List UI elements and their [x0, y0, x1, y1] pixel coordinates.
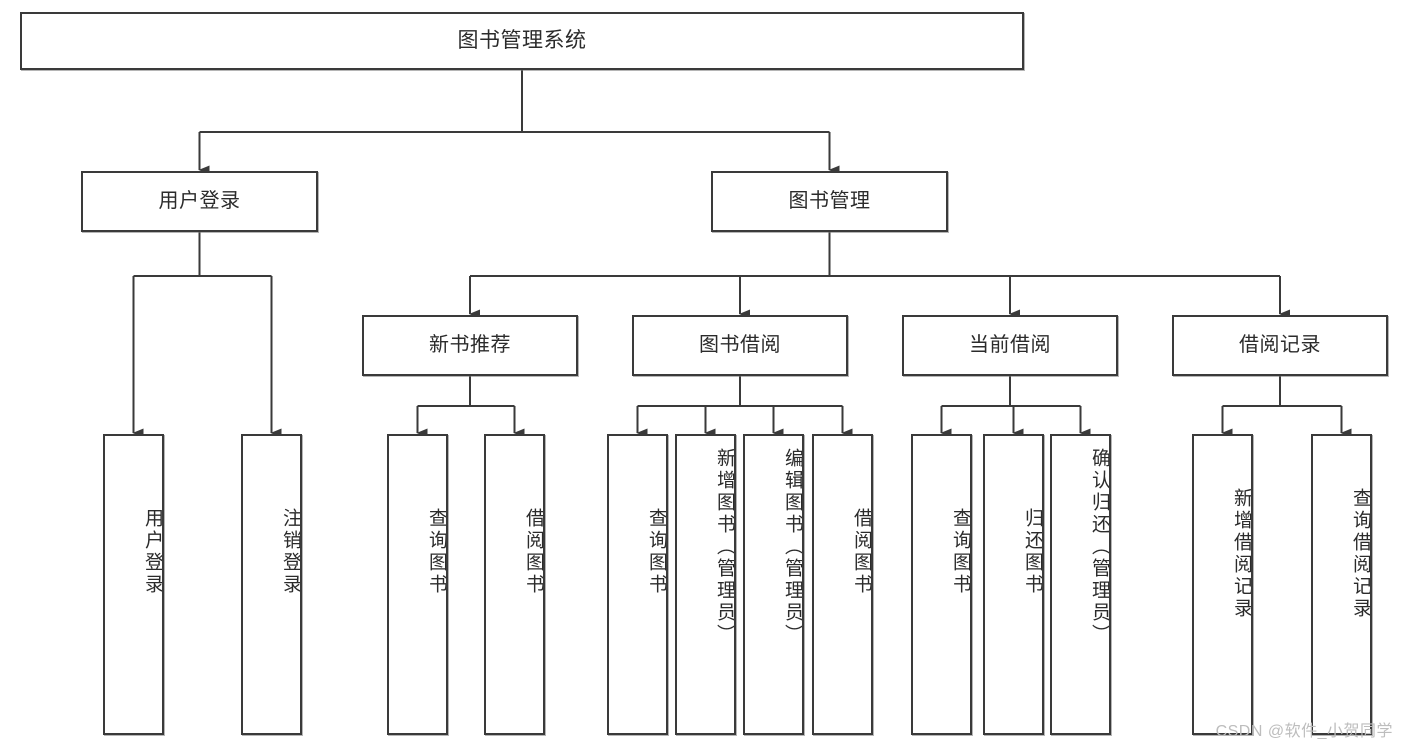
- node-borrow-record[interactable]: 借阅记录: [1172, 315, 1388, 376]
- connector-group: [132, 70, 1352, 438]
- node-user-login[interactable]: 用户登录: [81, 171, 318, 232]
- node-leaf-confirm-return-admin[interactable]: 确认归还（管理员）: [1050, 434, 1111, 735]
- node-leaf-user-login[interactable]: 用户登录: [103, 434, 164, 735]
- node-label-leaf-add-book-admin: 新增图书（管理员）: [714, 448, 735, 646]
- node-label-leaf-add-borrow-record: 新增借阅记录: [1231, 488, 1252, 620]
- node-leaf-add-borrow-record[interactable]: 新增借阅记录: [1192, 434, 1253, 735]
- node-leaf-rec-borrow-book[interactable]: 借阅图书: [484, 434, 545, 735]
- node-leaf-edit-book-admin[interactable]: 编辑图书（管理员）: [743, 434, 804, 735]
- node-label-book-borrow: 图书借阅: [699, 334, 781, 356]
- node-leaf-cur-query-book[interactable]: 查询图书: [911, 434, 972, 735]
- node-root[interactable]: 图书管理系统: [20, 12, 1024, 70]
- node-leaf-return-book[interactable]: 归还图书: [983, 434, 1044, 735]
- node-leaf-borrow-book[interactable]: 借阅图书: [812, 434, 873, 735]
- node-leaf-logout[interactable]: 注销登录: [241, 434, 302, 735]
- node-label-leaf-query-borrow-record: 查询借阅记录: [1350, 488, 1371, 620]
- node-new-book-rec[interactable]: 新书推荐: [362, 315, 578, 376]
- node-label-leaf-logout: 注销登录: [280, 508, 301, 596]
- node-label-leaf-borrow-book: 借阅图书: [851, 508, 872, 596]
- node-label-borrow-record: 借阅记录: [1239, 334, 1321, 356]
- node-label-leaf-return-book: 归还图书: [1022, 508, 1043, 596]
- node-label-leaf-rec-query-book: 查询图书: [426, 508, 447, 596]
- node-label-current-borrow: 当前借阅: [969, 334, 1051, 356]
- node-label-leaf-edit-book-admin: 编辑图书（管理员）: [782, 448, 803, 646]
- node-label-leaf-borrow-query-book: 查询图书: [646, 508, 667, 596]
- node-book-borrow[interactable]: 图书借阅: [632, 315, 848, 376]
- node-label-leaf-cur-query-book: 查询图书: [950, 508, 971, 596]
- node-leaf-add-book-admin[interactable]: 新增图书（管理员）: [675, 434, 736, 735]
- node-book-manage[interactable]: 图书管理: [711, 171, 948, 232]
- node-leaf-borrow-query-book[interactable]: 查询图书: [607, 434, 668, 735]
- node-leaf-rec-query-book[interactable]: 查询图书: [387, 434, 448, 735]
- node-label-new-book-rec: 新书推荐: [429, 334, 511, 356]
- node-current-borrow[interactable]: 当前借阅: [902, 315, 1118, 376]
- node-label-book-manage: 图书管理: [788, 190, 871, 212]
- node-label-root: 图书管理系统: [457, 28, 587, 52]
- node-leaf-query-borrow-record[interactable]: 查询借阅记录: [1311, 434, 1372, 735]
- node-label-leaf-rec-borrow-book: 借阅图书: [523, 508, 544, 596]
- node-label-user-login: 用户登录: [158, 190, 241, 212]
- node-label-leaf-user-login: 用户登录: [142, 508, 163, 596]
- node-label-leaf-confirm-return-admin: 确认归还（管理员）: [1089, 448, 1110, 646]
